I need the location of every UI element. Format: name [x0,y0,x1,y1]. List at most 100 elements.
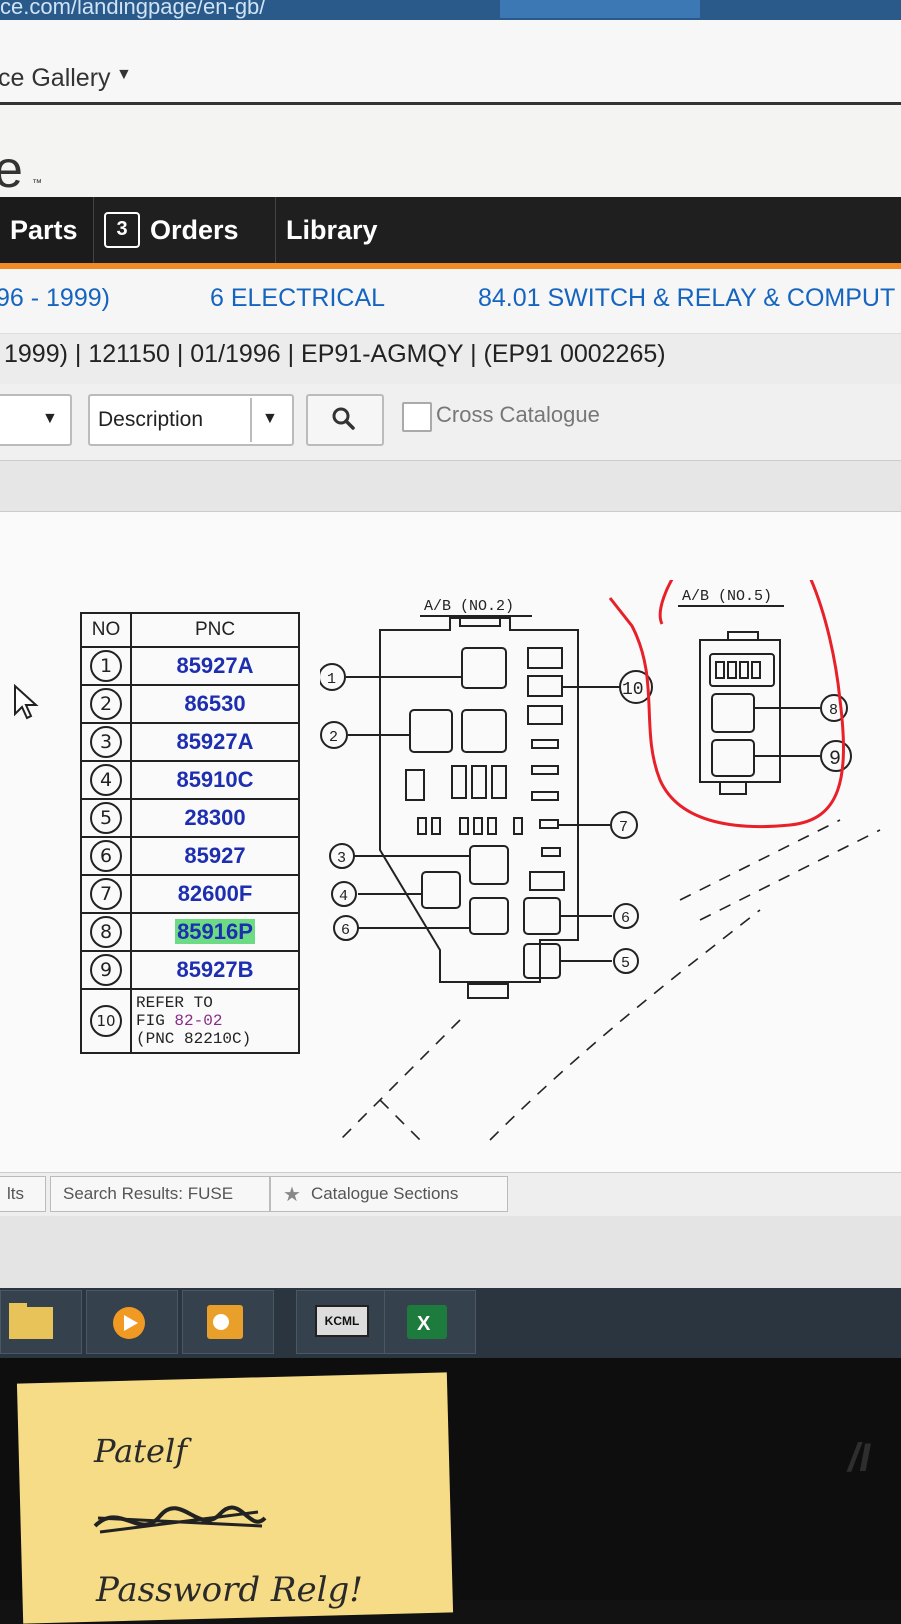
cross-catalogue-checkbox[interactable] [402,402,432,432]
browser-tab[interactable] [500,0,700,18]
row-number-cell: 10 [80,988,132,1054]
table-row[interactable]: 5 28300 [80,798,300,838]
pnc-link[interactable]: 86530 [130,684,300,724]
table-row[interactable]: 1 85927A [80,646,300,686]
pnc-link[interactable]: 85910C [130,760,300,800]
excel-icon: X [407,1305,447,1339]
taskbar-excel[interactable]: X [384,1290,476,1354]
refer-to-text: REFER TO [136,994,213,1012]
breadcrumb-years[interactable]: 96 - 1999) [0,284,110,312]
table-row[interactable]: 9 85927B [80,950,300,990]
callout-6-right: 6 [621,910,630,927]
column-header-no: NO [80,612,132,648]
figure-reference: FIG 82-02 [136,1012,298,1030]
callout-9: 9 [829,748,841,771]
red-annotation-circle [608,580,845,828]
pnc-link[interactable]: 82600F [130,874,300,914]
trademark-mark: ™ [32,178,42,189]
search-field-select[interactable] [88,394,294,446]
block-label-no2: A/B (NO.2) [424,598,514,615]
nav-tab-library-label: Library [286,214,378,245]
row-number: 8 [90,916,122,948]
table-row[interactable]: 2 86530 [80,684,300,724]
search-button[interactable] [306,394,384,446]
url-fragment[interactable]: ce.com/landingpage/en-gb/ [0,0,266,19]
row-number: 7 [90,878,122,910]
row-number: 3 [90,726,122,758]
filter-dropdown[interactable] [0,394,72,446]
tab-search-results-label: Search Results: FUSE [63,1184,234,1203]
pnc-link-highlighted[interactable]: 85916P [130,912,300,952]
accent-divider [0,263,901,269]
browser-top-bar: ce.com/landingpage/en-gb/ [0,0,901,20]
table-row[interactable]: 3 85927A [80,722,300,762]
reference-note-cell: REFER TO FIG 82-02 (PNC 82210C) [130,988,300,1054]
svg-text:X: X [417,1313,431,1335]
row-number: 10 [90,1005,122,1037]
gallery-menu-label[interactable]: ce Gallery [0,64,111,92]
row-number-cell: 1 [80,646,132,686]
select-divider [250,398,252,442]
row-number: 2 [90,688,122,720]
table-row[interactable]: 7 82600F [80,874,300,914]
callout-1: 1 [327,671,336,688]
orders-count-badge: 3 [104,212,140,248]
row-number: 9 [90,954,122,986]
breadcrumb-section[interactable]: 6 ELECTRICAL [210,284,386,312]
table-row[interactable]: 8 85916P [80,912,300,952]
row-number-cell: 4 [80,760,132,800]
tab-results-label: lts [7,1184,24,1203]
nav-tab-parts[interactable]: Parts [0,197,94,263]
taskbar-outlook[interactable] [182,1290,274,1354]
pnc-link[interactable]: 85927A [130,722,300,762]
taskbar-media-player[interactable] [86,1290,178,1354]
figure-prefix: FIG [136,1012,175,1030]
figure-link[interactable]: 82-02 [174,1012,223,1030]
nav-tab-parts-label: Parts [10,214,78,245]
kcml-icon: KCML [315,1305,369,1337]
row-number-cell: 2 [80,684,132,724]
callout-6-left: 6 [341,922,350,939]
tab-search-results[interactable]: Search Results: FUSE [50,1176,270,1212]
pnc-note: (PNC 82210C) [136,1030,252,1048]
relay-block-no2-outline [379,617,579,983]
nav-tab-orders-label: Orders [150,214,239,245]
caret-down-icon[interactable]: ▼ [42,410,58,427]
search-icon[interactable] [326,402,362,438]
table-row[interactable]: 4 85910C [80,760,300,800]
row-number-cell: 9 [80,950,132,990]
column-header-pnc: PNC [130,612,300,648]
row-number-cell: 7 [80,874,132,914]
row-number-cell: 3 [80,722,132,762]
pnc-highlight[interactable]: 85916P [175,919,255,944]
caret-down-icon[interactable]: ▼ [116,66,132,83]
mouse-cursor-icon [14,684,39,720]
table-row[interactable]: 6 85927 [80,836,300,876]
tab-catalogue-sections[interactable]: ★ Catalogue Sections [270,1176,508,1212]
pnc-link[interactable]: 85927 [130,836,300,876]
breadcrumb [0,269,901,334]
cross-catalogue-label: Cross Catalogue [436,402,600,427]
taskbar-file-explorer[interactable] [0,1290,82,1354]
outlook-icon [207,1305,243,1339]
star-icon: ★ [283,1183,301,1206]
pnc-link[interactable]: 85927A [130,646,300,686]
table-row[interactable]: 10 REFER TO FIG 82-02 (PNC 82210C) [80,988,300,1054]
site-logo[interactable]: e [0,141,23,199]
pnc-link[interactable]: 28300 [130,798,300,838]
row-number: 5 [90,802,122,834]
sticky-note-line-1: Patelf [94,1432,188,1470]
nav-tab-orders[interactable]: 3 Orders [94,197,276,263]
taskbar-kcml[interactable]: KCML [296,1290,388,1354]
callout-2: 2 [329,729,338,746]
nav-tab-library[interactable]: Library [276,197,396,263]
breadcrumb-group[interactable]: 84.01 SWITCH & RELAY & COMPUT [478,284,896,312]
tab-results[interactable]: lts [0,1176,46,1212]
table-header-row: NO PNC [80,612,300,648]
parts-table: NO PNC 1 85927A 2 86530 3 85927A 4 85910… [80,612,300,1054]
callout-5: 5 [621,955,630,972]
pnc-link[interactable]: 85927B [130,950,300,990]
callout-8: 8 [829,702,838,719]
media-player-icon [113,1307,145,1339]
caret-down-icon[interactable]: ▼ [262,410,278,427]
